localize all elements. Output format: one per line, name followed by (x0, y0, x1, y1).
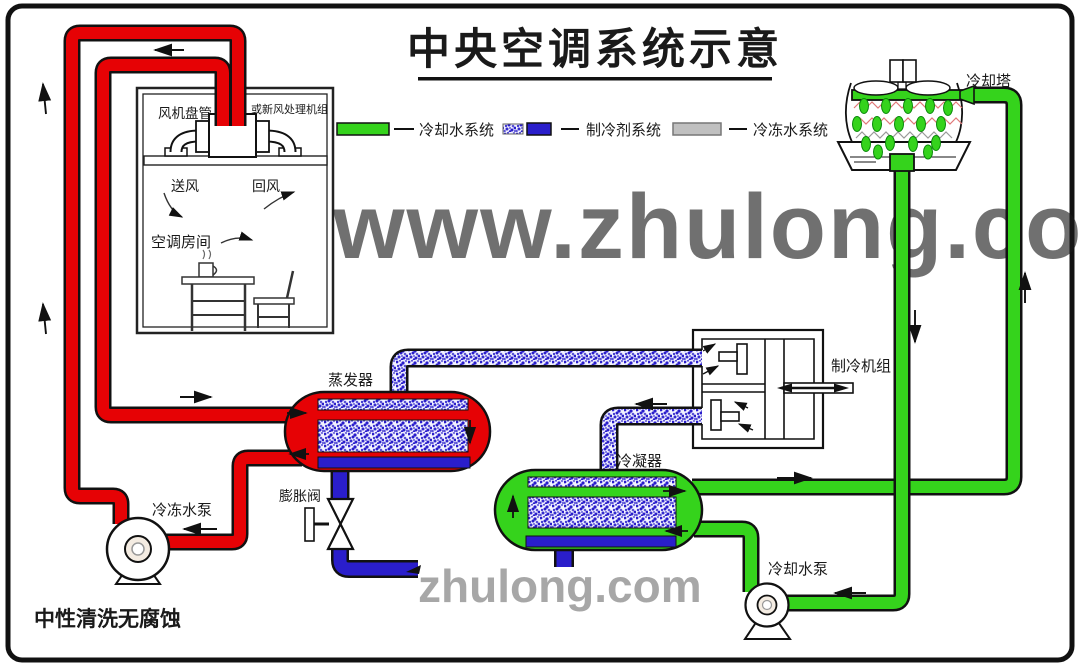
legend-chilled-water-swatch (672, 122, 722, 136)
return-air-label: 回风 (252, 179, 280, 195)
condenser (493, 468, 704, 552)
valve-stem (304, 507, 315, 542)
cooling-water-pipes (692, 86, 1023, 612)
tower-fan-icon (853, 59, 951, 96)
cooling-tower (836, 59, 975, 172)
title-underline (418, 77, 772, 81)
labels: 风机盘管 或新风处理机组 送风 回风 空调房间 蒸发器 冷凝器 制冷机组 冷却塔… (34, 73, 1011, 631)
condenser-label: 冷凝器 (617, 453, 662, 470)
steam-icon (202, 249, 206, 260)
cooling-water-pump-label: 冷却水泵 (768, 561, 828, 578)
legend-refrigerant-speckle-swatch (502, 123, 524, 135)
legend-refrigerant-swatch (526, 122, 552, 136)
water-droplets (861, 135, 941, 160)
refrigerant-pipes (389, 348, 702, 474)
footer-note: 中性清洗无腐蚀 (34, 607, 181, 631)
legend-chilled-water-label: 冷冻水系统 (753, 121, 828, 139)
watermark-large: www.zhulong.com (332, 176, 1080, 278)
chair-icon (285, 270, 295, 299)
legend-cooling-water-label: 冷却水系统 (419, 122, 494, 139)
watermark-small: zhulong.com (418, 560, 702, 612)
expansion-valve-label: 膨胀阀 (279, 488, 321, 505)
fan-coil-label: 风机盘管 (158, 105, 212, 121)
expansion-valve (304, 497, 421, 578)
chilled-water-pump (105, 516, 171, 585)
airflow-arrows (163, 191, 296, 244)
chiller-unit-label: 制冷机组 (831, 358, 891, 375)
cup-icon (198, 262, 214, 278)
supply-air-label: 送风 (171, 179, 199, 195)
fan-coil-unit (164, 113, 302, 158)
cooling-tower-label: 冷却塔 (966, 73, 1011, 90)
room-furniture (181, 249, 295, 331)
pipe-end-arrow (406, 565, 421, 574)
flow-arrows (38, 43, 1032, 600)
basin-outlet-collar (889, 153, 915, 172)
cooling-water-pump (743, 582, 792, 640)
water-droplets (852, 98, 953, 132)
room (135, 86, 335, 335)
chilled-water-pump-label: 冷冻水泵 (152, 501, 212, 519)
fresh-air-unit-label: 或新风处理机组 (251, 102, 328, 116)
evaporator-label: 蒸发器 (328, 372, 373, 389)
steam-icon (208, 249, 212, 260)
condenser-flow-arrows (506, 484, 688, 538)
chilled-water-pipes (63, 24, 302, 551)
compressor-internals (701, 338, 854, 440)
legend-cooling-water-swatch (336, 122, 390, 136)
legend-refrigerant-label: 制冷剂系统 (586, 122, 661, 139)
room-label: 空调房间 (151, 234, 211, 251)
table-icon (181, 276, 255, 285)
title-block: 中央空调系统示意 (407, 26, 783, 81)
page-title: 中央空调系统示意 (407, 26, 783, 74)
evaporator (283, 390, 492, 473)
legend: 冷却水系统 制冷剂系统 冷冻水系统 (336, 121, 828, 139)
evaporator-flow-arrows (287, 406, 477, 461)
